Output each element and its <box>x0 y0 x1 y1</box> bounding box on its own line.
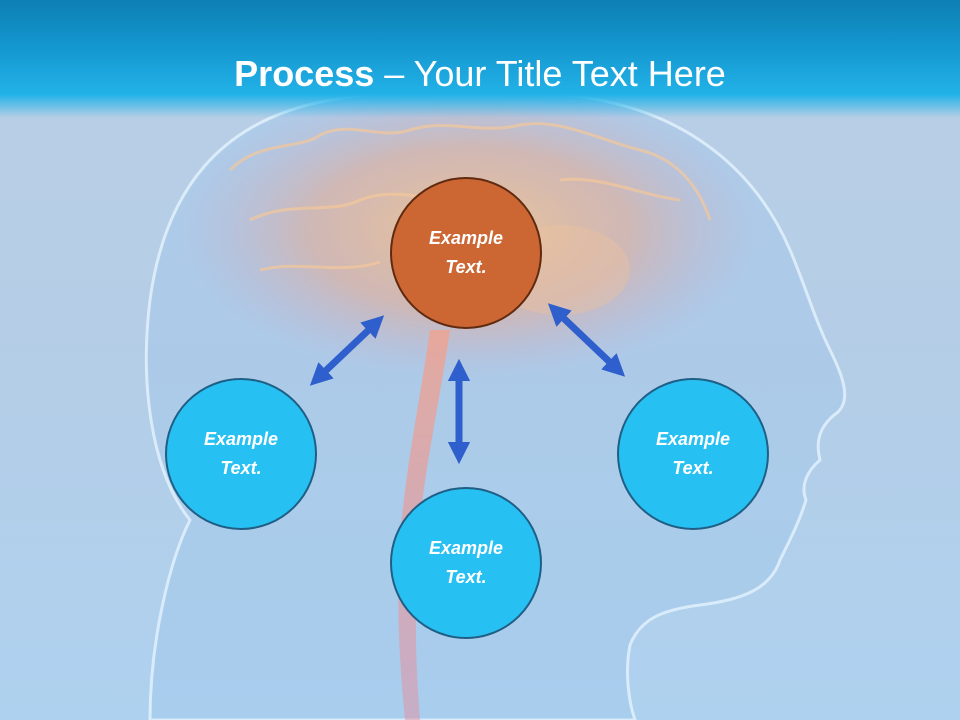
node-right: Example Text. <box>617 378 769 530</box>
node-bottom: Example Text. <box>390 487 542 639</box>
node-left: Example Text. <box>165 378 317 530</box>
title-bold-part: Process <box>234 53 375 94</box>
node-top-label: Example Text. <box>428 228 504 277</box>
brain-folds <box>228 122 712 272</box>
arrow-top-left <box>309 315 385 386</box>
spinal-cord <box>398 330 450 720</box>
title-bar <box>0 0 960 118</box>
title-rest-part: – Your Title Text Here <box>374 53 726 94</box>
node-right-label: Example Text. <box>655 429 731 478</box>
arrow-top-right <box>547 303 626 377</box>
node-top: Example Text. <box>390 177 542 329</box>
slide-title: Process – Your Title Text Here <box>0 50 960 98</box>
node-left-label: Example Text. <box>203 429 279 478</box>
node-bottom-label: Example Text. <box>428 538 504 587</box>
